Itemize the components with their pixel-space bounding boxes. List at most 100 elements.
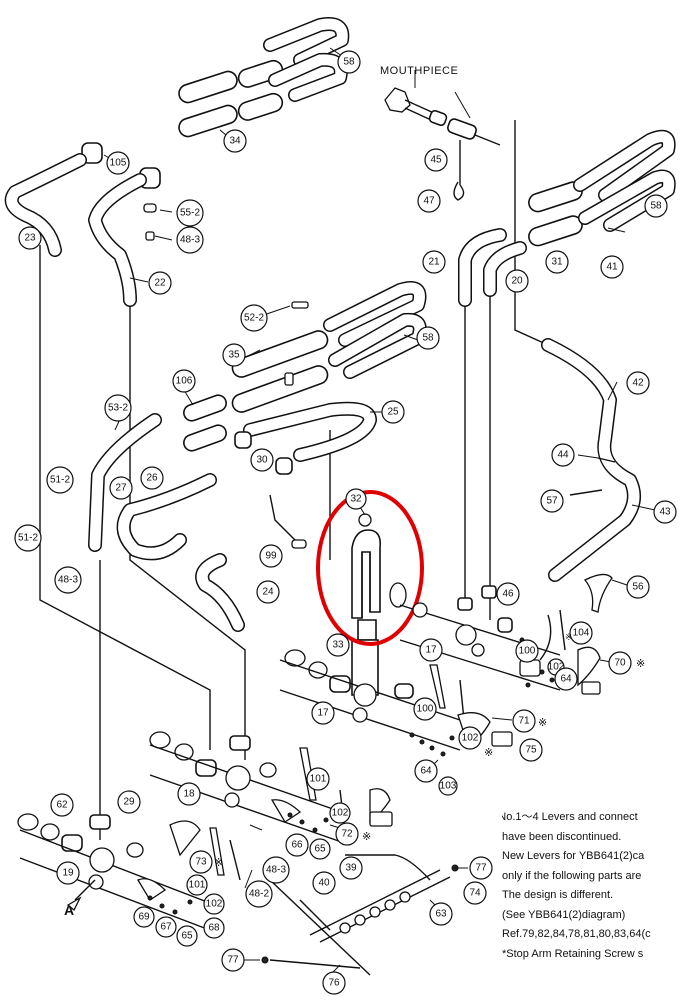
svg-text:26: 26 (146, 473, 158, 484)
svg-text:52-2: 52-2 (244, 313, 264, 324)
svg-text:105: 105 (110, 158, 127, 169)
callout: 102 (458, 726, 482, 750)
svg-text:17: 17 (317, 708, 329, 719)
svg-text:32: 32 (350, 494, 362, 505)
svg-text:106: 106 (176, 376, 193, 387)
svg-text:102: 102 (332, 808, 349, 819)
callout: 31 (545, 250, 569, 274)
callout: 69 (133, 906, 155, 928)
callouts: 58 34 105 55-2 48-3 23 22 45 47 58 31 41… (14, 50, 677, 995)
callout: 73 (189, 850, 213, 874)
callout: 63 (429, 902, 453, 926)
callout: 51-2 (46, 466, 74, 494)
callout: 62 (50, 793, 74, 817)
svg-text:31: 31 (551, 257, 563, 268)
bottom-right-rod (243, 854, 468, 976)
svg-text:101: 101 (310, 774, 327, 785)
svg-text:27: 27 (115, 483, 127, 494)
callout: 70 (608, 651, 632, 675)
callout: 24 (256, 580, 280, 604)
callout: 77 (221, 948, 245, 972)
note-line: (See YBB641(2)diagram) (502, 908, 626, 921)
callout: 65 (309, 838, 331, 860)
callout: 47 (417, 189, 441, 213)
callout: 58 (416, 326, 440, 350)
callout: 48-3 (176, 226, 204, 254)
callout: 48-3 (54, 566, 82, 594)
svg-text:72: 72 (341, 829, 353, 840)
svg-text:65: 65 (181, 931, 193, 942)
callout: 58 (337, 50, 361, 74)
svg-text:29: 29 (123, 797, 135, 808)
svg-text:21: 21 (428, 257, 440, 268)
note-marks: ※ ※ ※ ※ ※ ※ (214, 632, 645, 869)
svg-text:57: 57 (546, 496, 558, 507)
callout: 100 (515, 639, 539, 663)
callout: 26 (140, 466, 164, 490)
note-line: ※ No.1〜4 Levers and connect (502, 811, 638, 823)
svg-text:69: 69 (138, 912, 150, 923)
callout: 40 (312, 871, 336, 895)
svg-text:22: 22 (154, 278, 166, 289)
callout: 18 (177, 782, 201, 806)
callout: 67 (155, 916, 177, 938)
svg-text:58: 58 (650, 201, 662, 212)
svg-text:33: 33 (332, 640, 344, 651)
callout: 76 (322, 971, 346, 995)
callout: 32 (345, 488, 367, 510)
middle-tubes (88, 280, 427, 632)
svg-text:77: 77 (227, 955, 239, 966)
svg-text:44: 44 (557, 450, 569, 461)
mouthpiece-label: MOUTHPIECE (380, 65, 458, 77)
callout: 103 (438, 776, 458, 796)
callout: 100 (413, 697, 437, 721)
callout: 44 (551, 443, 575, 467)
svg-text:102: 102 (206, 899, 223, 910)
callout: 17 (419, 638, 443, 662)
svg-text:62: 62 (56, 800, 68, 811)
callout: 99 (259, 544, 283, 568)
callout: 19 (56, 861, 80, 885)
callout: 33 (326, 633, 350, 657)
callout: 74 (463, 881, 487, 905)
callout: 101 (186, 874, 208, 896)
svg-text:35: 35 (228, 350, 240, 361)
svg-text:18: 18 (183, 789, 195, 800)
svg-text:63: 63 (435, 909, 447, 920)
right-hoses (541, 338, 656, 613)
callout: 72 (335, 822, 359, 846)
callout: 20 (505, 269, 529, 293)
svg-text:74: 74 (469, 888, 481, 899)
note-mark: ※ (565, 632, 573, 642)
note-line: *Stop Arm Retaining Screw s (502, 947, 644, 960)
svg-text:67: 67 (160, 922, 172, 933)
callout: 71 (512, 709, 536, 733)
svg-text:48-3: 48-3 (58, 575, 78, 586)
callout: 106 (172, 369, 196, 393)
callout: 48-2 (245, 880, 273, 908)
svg-text:103: 103 (440, 781, 457, 792)
svg-text:48-3: 48-3 (180, 235, 200, 246)
svg-text:102: 102 (462, 733, 479, 744)
svg-text:64: 64 (420, 766, 432, 777)
callout: 64 (554, 667, 578, 691)
callout: 42 (626, 371, 650, 395)
svg-text:100: 100 (519, 646, 536, 657)
svg-text:101: 101 (189, 880, 206, 891)
svg-text:56: 56 (632, 582, 644, 593)
svg-text:46: 46 (502, 589, 514, 600)
callout: 77 (469, 856, 493, 880)
svg-text:43: 43 (659, 507, 671, 518)
callout: 66 (285, 833, 309, 857)
view-a-label: A (64, 902, 74, 918)
callout: 68 (203, 917, 225, 939)
callout: 56 (626, 575, 650, 599)
callout: 58 (644, 194, 668, 218)
callout: 57 (540, 489, 564, 513)
svg-text:55-2: 55-2 (180, 208, 200, 219)
note-line: only if the following parts are (502, 869, 642, 882)
callout: 41 (600, 255, 624, 279)
svg-text:48-3: 48-3 (266, 865, 286, 876)
callout: 21 (422, 250, 446, 274)
